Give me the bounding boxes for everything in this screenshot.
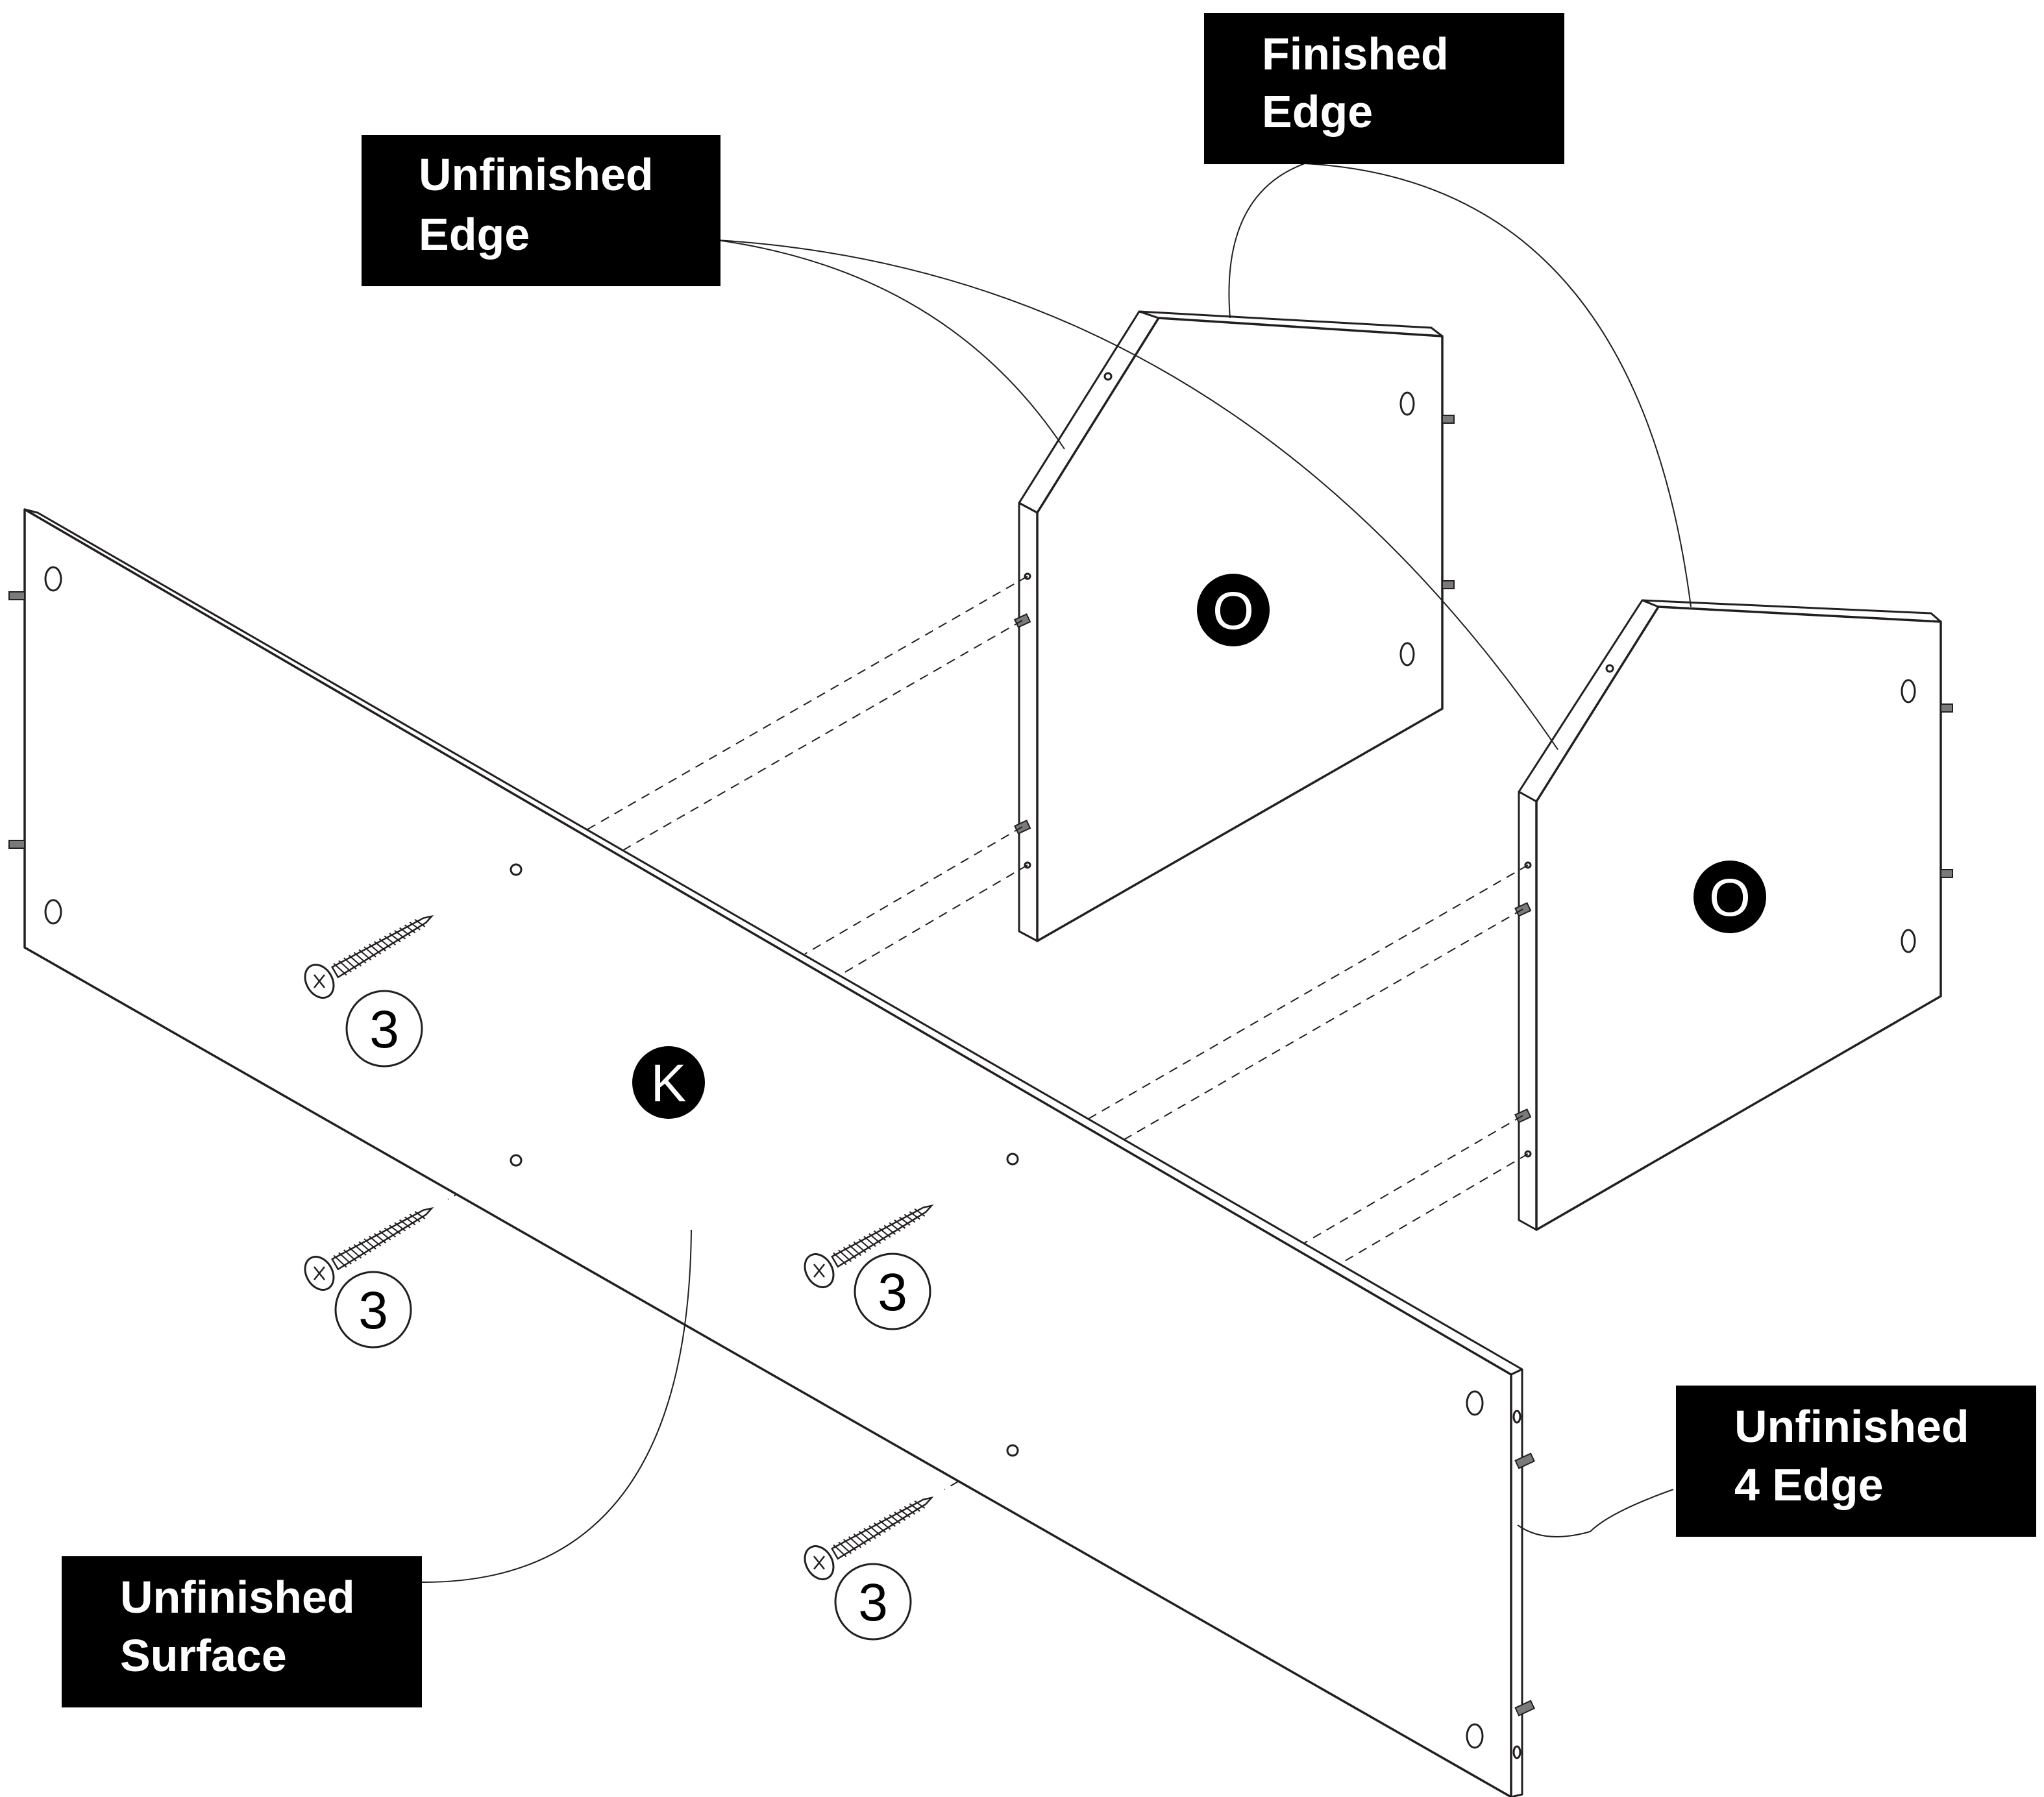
cam-hole — [1399, 642, 1415, 666]
dowel — [1940, 703, 1953, 713]
pin-hole — [1512, 1410, 1521, 1424]
screw-hole — [510, 863, 523, 876]
pin-hole — [1512, 1745, 1521, 1759]
callout-finished-edge: Finished Edge — [1204, 13, 1564, 164]
pin-hole — [1605, 664, 1614, 673]
callout-finished-edge-line1: Finished — [1262, 29, 1449, 79]
dowel — [1442, 580, 1455, 589]
callout-unfinished-edge: Unfinished Edge — [362, 135, 720, 286]
callout-finished-edge-line2: Edge — [1262, 86, 1373, 137]
part-label-o-left: O — [1213, 581, 1254, 641]
phillips-cross-icon — [813, 1556, 825, 1570]
screw-threads — [333, 919, 426, 976]
panel-o-left-front-edge — [1018, 502, 1039, 942]
side-panel-o-left: O — [1014, 310, 1455, 942]
part-marker-k: K — [632, 1046, 705, 1119]
cam-hole — [44, 899, 62, 925]
side-panel-o-right: O — [1514, 599, 1953, 1231]
callout-unfinished-4-edge-line1: Unfinished — [1734, 1401, 1969, 1452]
screw-label-circle — [345, 990, 423, 1068]
dowel — [8, 591, 25, 600]
dowel — [1940, 869, 1953, 878]
part-marker-o-right: O — [1693, 861, 1766, 933]
callout-unfinished-surface: Unfinished Surface — [62, 1556, 422, 1707]
phillips-cross-icon — [314, 1266, 325, 1280]
pin-hole — [1103, 372, 1113, 381]
screw: 3 — [804, 1204, 934, 1330]
screw: 3 — [304, 1207, 434, 1349]
callout-unfinished-edge-line2: Edge — [419, 209, 530, 260]
alignment-lines — [447, 576, 1529, 1490]
screw-label-circle — [334, 1271, 412, 1349]
panel-k-face — [23, 508, 1512, 1797]
cam-hole — [44, 566, 62, 592]
leader-lines — [421, 163, 1692, 1583]
cam-hole — [1901, 929, 1916, 953]
callout-unfinished-4-edge-line2: 4 Edge — [1734, 1460, 1884, 1510]
screw-label-circle — [854, 1253, 931, 1330]
screw-threads — [833, 1208, 926, 1265]
callout-unfinished-surface-line2: Surface — [120, 1630, 287, 1681]
callout-unfinished-surface-line1: Unfinished — [120, 1572, 355, 1622]
cam-hole — [1466, 1723, 1484, 1749]
dowel — [8, 840, 25, 849]
cam-hole — [1466, 1390, 1484, 1416]
dowel — [1514, 1452, 1535, 1469]
part-label-k: K — [651, 1054, 687, 1113]
panel-k-end-edge — [1510, 1368, 1523, 1797]
panel-o-right-front-edge — [1518, 790, 1538, 1231]
screw-hole — [1006, 1153, 1019, 1166]
dowel — [1442, 415, 1455, 424]
part-label-o-right: O — [1709, 868, 1751, 927]
callout-unfinished-4-edge: Unfinished 4 Edge — [1676, 1386, 2036, 1537]
screws: 3 3 3 3 — [304, 915, 934, 1641]
screw: 3 — [304, 915, 434, 1068]
callout-unfinished-edge-line1: Unfinished — [419, 149, 654, 200]
screw-hole — [510, 1154, 523, 1167]
screw-threads — [333, 1211, 426, 1268]
screw-label-circle — [834, 1563, 912, 1641]
screw-label: 3 — [878, 1263, 907, 1322]
dowel — [1514, 1700, 1535, 1717]
screw-label: 3 — [858, 1573, 888, 1632]
screw: 3 — [804, 1497, 934, 1641]
screw-label: 3 — [369, 1000, 399, 1059]
phillips-cross-icon — [314, 974, 325, 988]
screw-threads — [833, 1500, 926, 1558]
phillips-cross-icon — [813, 1264, 825, 1278]
part-marker-o-left: O — [1197, 574, 1270, 646]
screw-label: 3 — [358, 1281, 388, 1340]
cam-hole — [1399, 391, 1415, 416]
long-panel-k: K — [8, 508, 1535, 1797]
cam-hole — [1901, 679, 1916, 703]
screw-hole — [1006, 1444, 1019, 1457]
